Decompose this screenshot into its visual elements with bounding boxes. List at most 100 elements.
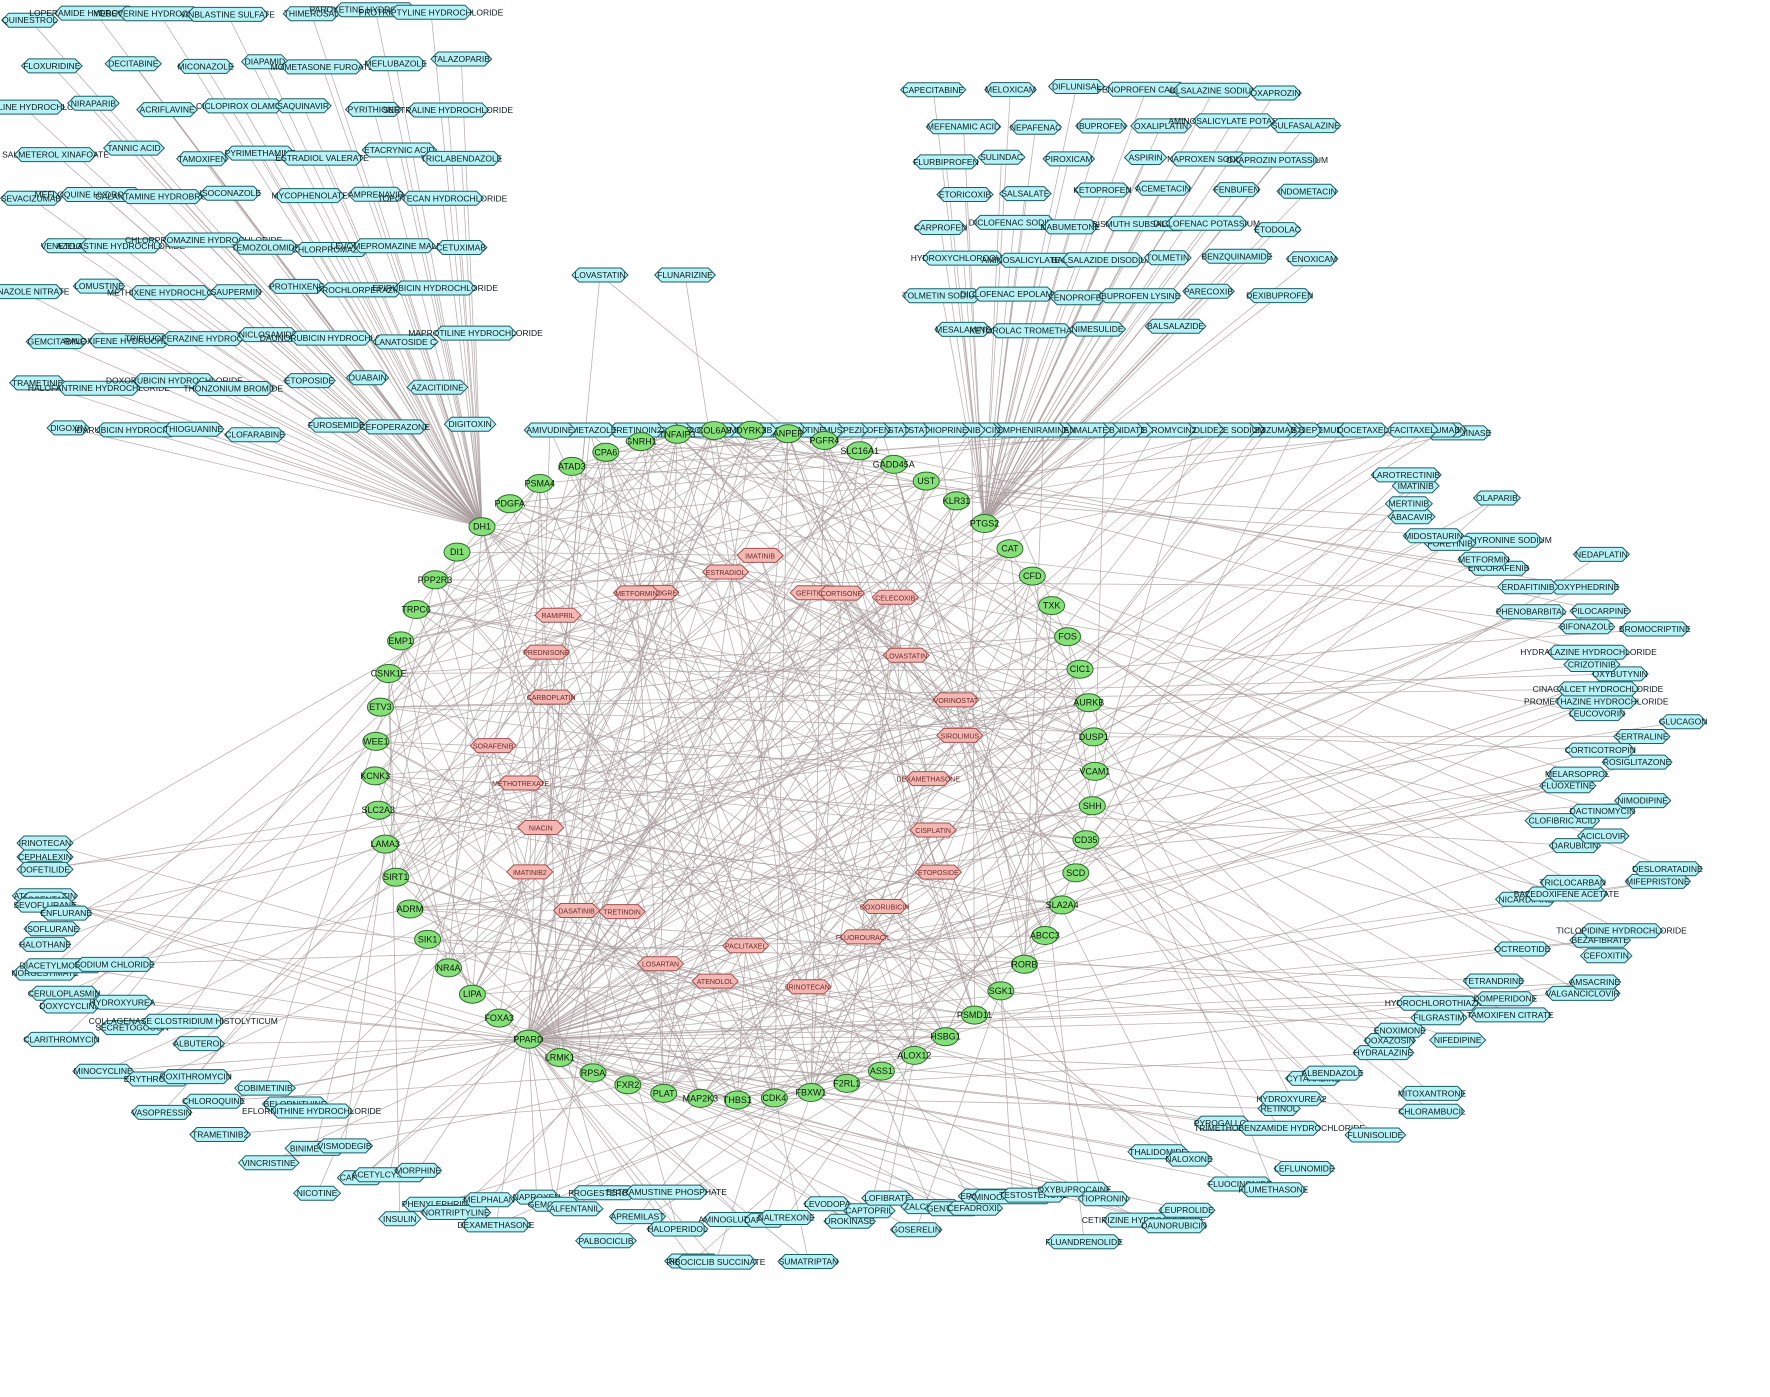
drug-node-lovastatin[interactable]: LOVASTATIN xyxy=(571,267,629,283)
drug-node-vasopressin[interactable]: VASOPRESSIN xyxy=(130,1104,193,1120)
drug-node-alfentanil[interactable]: ALFENTANIL xyxy=(546,1201,604,1217)
drug-node-nedaplatin[interactable]: NEDAPLATIN xyxy=(1572,546,1631,562)
gene-node-scd[interactable]: SCD xyxy=(1062,863,1090,883)
hub-node-vorinostat[interactable]: VORINOSTAT xyxy=(932,692,980,708)
drug-node-estradiol-valerate[interactable]: ESTRADIOL VALERATE xyxy=(275,150,369,166)
drug-node-larotrectinib[interactable]: LAROTRECTINIB xyxy=(1370,467,1442,483)
drug-node-protriptyline-hydrochloride[interactable]: PROTRIPTYLINE HYDROCHLORIDE xyxy=(359,4,504,20)
gene-node-hsbg1[interactable]: HSBG1 xyxy=(930,1027,961,1047)
hub-node-celecoxib[interactable]: CELECOXIB xyxy=(871,589,920,605)
drug-node-glucagon[interactable]: GLUCAGON xyxy=(1659,714,1708,730)
gene-node-psmd11[interactable]: PSMD11 xyxy=(957,1005,992,1025)
drug-node-flunisolide[interactable]: FLUNISOLIDE xyxy=(1344,1127,1407,1143)
hub-node-fluorouracil[interactable]: FLUOROURACIL xyxy=(836,929,891,945)
gene-node-nr4a[interactable]: NR4A xyxy=(435,958,462,978)
drug-node-hydroxyurea2[interactable]: HYDROXYUREA2 xyxy=(1256,1091,1327,1107)
gene-node-ppp2r3[interactable]: PPP2R3 xyxy=(418,570,453,590)
drug-node-levodopa[interactable]: LEVODOPA xyxy=(803,1196,852,1212)
drug-node-goserelin[interactable]: GOSERELIN xyxy=(889,1222,943,1238)
drug-node-nicotine[interactable]: NICOTINE xyxy=(292,1185,342,1201)
gene-node-ppard[interactable]: PPARD xyxy=(513,1029,544,1049)
drug-node-mertinib[interactable]: MERTINIB xyxy=(1384,496,1434,512)
gene-node-map2k3[interactable]: MAP2K3 xyxy=(683,1088,719,1108)
drug-node-meflubazole[interactable]: MEFLUBAZOLE xyxy=(365,56,428,72)
drug-node-capecitabine[interactable]: CAPECITABINE xyxy=(899,82,967,98)
drug-node-trimethobenzamide-hydrochloride[interactable]: TRIMETHOBENZAMIDE HYDROCHLORIDE xyxy=(1194,1120,1365,1136)
drug-node-salsalate[interactable]: SALSALATE xyxy=(998,186,1052,202)
drug-node-cinacalcet-hydrochloride[interactable]: CINACALCET HYDROCHLORIDE xyxy=(1533,681,1664,697)
drug-node-lofibrate[interactable]: LOFIBRATE xyxy=(861,1190,914,1206)
gene-node-atad3[interactable]: ATAD3 xyxy=(558,456,586,476)
gene-node-dh1[interactable]: DH1 xyxy=(468,517,496,537)
drug-node-thonzonium-bromide[interactable]: THONZONIUM BROMIDE xyxy=(183,381,283,396)
gene-node-fxr2[interactable]: FXR2 xyxy=(614,1075,642,1095)
drug-node-nimesulide[interactable]: NIMESULIDE xyxy=(1068,321,1127,337)
drug-node-morphine[interactable]: MORPHINE xyxy=(393,1162,443,1178)
drug-node-saupermin[interactable]: SAUPERMIN xyxy=(209,284,263,300)
drug-node-saquinavir[interactable]: SAQUINAVIR xyxy=(274,98,332,114)
drug-node-ketoprofen[interactable]: KETOPROFEN xyxy=(1073,182,1132,198)
drug-node-ouabain[interactable]: OUABAIN xyxy=(345,370,390,386)
gene-node-di1[interactable]: DI1 xyxy=(443,542,471,562)
drug-node-mitoxantrone[interactable]: MITOXANTRONE xyxy=(1398,1085,1467,1101)
gene-node-lipa[interactable]: LIPA xyxy=(458,984,486,1004)
gene-node-sgk1[interactable]: SGK1 xyxy=(987,981,1015,1001)
drug-node-balsalazide[interactable]: BALSALAZIDE xyxy=(1144,318,1207,334)
drug-node-collagenase-clostridium-histolyticum[interactable]: COLLAGENASE CLOSTRIDIUM HISTOLYTICUM xyxy=(89,1013,278,1029)
drug-node-promethazine-hydrochloride[interactable]: PROMETHAZINE HYDROCHLORIDE xyxy=(1524,693,1669,709)
drug-node-talazoparib[interactable]: TALAZOPARIB xyxy=(430,51,493,67)
gene-node-anpep[interactable]: ANPEP xyxy=(773,424,804,444)
hub-node-lovastatin[interactable]: LOVASTATIN xyxy=(882,647,930,663)
drug-node-tolmetin[interactable]: TOLMETIN xyxy=(1143,250,1192,266)
drug-node-etacrynic-acid[interactable]: ETACRYNIC ACID xyxy=(361,142,438,158)
gene-node-wee1[interactable]: WEE1 xyxy=(362,731,390,751)
drug-node-cefoxitin[interactable]: CEFOXITIN xyxy=(1579,948,1633,964)
gene-node-sla2a4[interactable]: SLA2A4 xyxy=(1046,895,1079,915)
hub-node-niacin[interactable]: NIACIN xyxy=(517,820,565,835)
drug-node-topotecan-hydrochloride[interactable]: TOPOTECAN HYDROCHLORIDE xyxy=(378,190,508,206)
drug-node-halofantrine-hydrochloride[interactable]: HALOFANTRINE HYDROCHLORIDE xyxy=(28,380,170,396)
hub-node-losartan[interactable]: LOSARTAN xyxy=(636,956,685,972)
drug-node-sodium-chloride[interactable]: SODIUM CHLORIDE xyxy=(74,956,155,972)
gene-node-cat[interactable]: CAT xyxy=(996,539,1024,559)
drug-node-doxorubicin-hydrochloride[interactable]: DOXORUBICIN HYDROCHLORIDE xyxy=(106,373,243,389)
drug-node-dexibuprofen[interactable]: DEXIBUPROFEN xyxy=(1246,288,1313,304)
drug-node-vismodegib[interactable]: VISMODEGIB xyxy=(315,1138,374,1154)
drug-node-digoxin[interactable]: DIGOXIN xyxy=(46,420,91,436)
gene-node-shh[interactable]: SHH xyxy=(1078,796,1106,816)
drug-node-aspirin[interactable]: ASPIRIN xyxy=(1123,150,1168,165)
gene-node-lrmk1[interactable]: LRMK1 xyxy=(545,1048,575,1068)
hub-node-imatinib2[interactable]: IMATINIB2 xyxy=(506,864,554,880)
drug-node-sertraline-hydrochloride[interactable]: SERTRALINE HYDROCHLORIDE xyxy=(383,102,514,118)
drug-node-irinotecan[interactable]: IRINOTECAN xyxy=(16,835,74,851)
gene-node-etv3[interactable]: ETV3 xyxy=(366,697,394,717)
drug-node-leflunomide[interactable]: LEFLUNOMIDE xyxy=(1273,1161,1336,1176)
drug-node-miconazole-nitrate[interactable]: MICONAZOLE NITRATE xyxy=(0,284,70,300)
drug-node-diflunisal[interactable]: DIFLUNISAL xyxy=(1047,79,1106,94)
drug-node-leuprolide[interactable]: LEUPROLIDE xyxy=(1158,1202,1216,1218)
gene-node-slc16a1[interactable]: SLC16A1 xyxy=(840,441,879,461)
drug-node-hydralazine[interactable]: HYDRALAZINE xyxy=(1352,1045,1415,1061)
hub-node-dexamethasone[interactable]: DEXAMETHASONE xyxy=(897,771,961,787)
drug-node-sevacizumab[interactable]: SEVACIZUMAB xyxy=(0,190,63,206)
drug-node-dactinomycin[interactable]: DACTINOMYCIN xyxy=(1569,803,1636,819)
hub-node-dasatinib[interactable]: DASATINIB xyxy=(552,903,601,918)
gene-node-ust[interactable]: UST xyxy=(912,471,940,491)
drug-node-erdafitinib[interactable]: ERDAFITINIB xyxy=(1497,579,1560,595)
drug-node-furosemide[interactable]: FUROSEMIDE xyxy=(307,417,365,433)
drug-node-octreotide[interactable]: OCTREOTIDE xyxy=(1493,941,1552,957)
drug-node-miconazole[interactable]: MICONAZOLE xyxy=(176,58,235,74)
gene-node-abcc3[interactable]: ABCC3 xyxy=(1030,926,1060,945)
drug-node-minocycline[interactable]: MINOCYCLINE xyxy=(72,1063,135,1079)
drug-node-salmeterol-xinafoate[interactable]: SALMETEROL XINAFOATE xyxy=(2,147,109,163)
gene-node-klr31[interactable]: KLR31 xyxy=(943,491,971,511)
gene-node-f2rl1[interactable]: F2RL1 xyxy=(833,1073,860,1093)
drug-node-hydralazine-hydrochloride[interactable]: HYDRALAZINE HYDROCHLORIDE xyxy=(1520,644,1657,660)
drug-node-aminosalicylate-potassium[interactable]: AMINOSALICYLATE POTASSIUM xyxy=(1168,113,1299,129)
gene-node-trpc6[interactable]: TRPC6 xyxy=(401,600,431,619)
gene-node-ptgs2[interactable]: PTGS2 xyxy=(970,514,1000,533)
drug-node-metformin[interactable]: METFORMIN xyxy=(1457,551,1511,567)
drug-node-insulin[interactable]: INSULIN xyxy=(377,1211,422,1227)
drug-node-pyrithione[interactable]: PYRITHIONE xyxy=(344,101,403,117)
drug-node-isoflurane[interactable]: ISOFLURANE xyxy=(23,921,81,937)
